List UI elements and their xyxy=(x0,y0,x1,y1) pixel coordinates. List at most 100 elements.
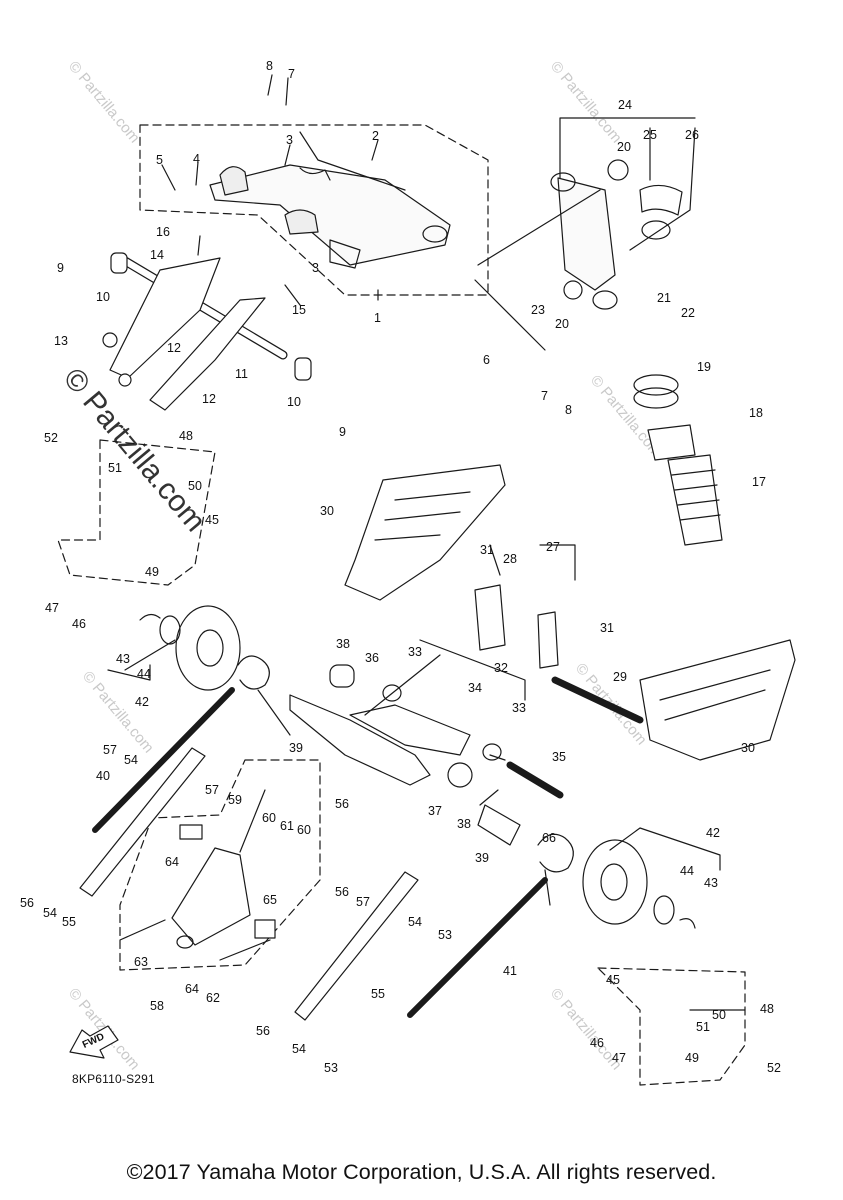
callout-label: 55 xyxy=(371,987,385,1001)
callout-label: 3 xyxy=(312,261,319,275)
callout-label: 57 xyxy=(205,783,219,797)
callout-label: 45 xyxy=(205,513,219,527)
callout-label: 23 xyxy=(531,303,545,317)
callout-label: 47 xyxy=(45,601,59,615)
callout-label: 62 xyxy=(206,991,220,1005)
callout-label: 30 xyxy=(320,504,334,518)
callout-label: 47 xyxy=(612,1051,626,1065)
callout-label: 49 xyxy=(685,1051,699,1065)
callout-label: 55 xyxy=(62,915,76,929)
callout-label: 52 xyxy=(44,431,58,445)
callout-label: 11 xyxy=(235,367,248,381)
callout-label: 44 xyxy=(680,864,694,878)
link-55-right xyxy=(294,871,419,1021)
callout-label: 18 xyxy=(749,406,763,420)
callout-label: 60 xyxy=(262,811,276,825)
callout-label: 59 xyxy=(228,793,242,807)
front-arm-assembly xyxy=(289,664,564,846)
group-box-1 xyxy=(139,124,489,296)
callout-label: 43 xyxy=(704,876,718,890)
callout-label: 48 xyxy=(179,429,193,443)
callout-label: 37 xyxy=(428,804,442,818)
callout-label: 17 xyxy=(752,475,766,489)
callout-label: 12 xyxy=(202,392,216,406)
callout-label: 46 xyxy=(590,1036,604,1050)
callout-label: 20 xyxy=(617,140,631,154)
callout-label: 5 xyxy=(156,153,163,167)
callout-label: 42 xyxy=(135,695,149,709)
callout-label: 50 xyxy=(188,479,202,493)
fwd-arrow-icon xyxy=(69,1025,119,1059)
callout-label: 31 xyxy=(600,621,614,635)
callout-label: 42 xyxy=(706,826,720,840)
callout-label: 8 xyxy=(565,403,572,417)
callout-label: 27 xyxy=(546,540,560,554)
callout-label: 16 xyxy=(156,225,170,239)
callout-label: 64 xyxy=(185,982,199,996)
callout-label: 64 xyxy=(165,855,179,869)
callout-label: 1 xyxy=(374,311,381,325)
callout-label: 56 xyxy=(256,1024,270,1038)
callout-label: 12 xyxy=(167,341,181,355)
callout-label: 14 xyxy=(150,248,164,262)
callout-label: 39 xyxy=(475,851,489,865)
callout-label: 38 xyxy=(336,637,350,651)
callout-label: 53 xyxy=(438,928,452,942)
copyright-footer: ©2017 Yamaha Motor Corporation, U.S.A. A… xyxy=(126,1160,717,1184)
callout-label: 7 xyxy=(288,67,295,81)
torsion-spring-40 xyxy=(92,655,291,833)
callout-label: 39 xyxy=(289,741,303,755)
rear-axle-11 xyxy=(102,252,312,411)
callout-label: 51 xyxy=(696,1020,710,1034)
callout-label: 13 xyxy=(54,334,68,348)
callout-label: 58 xyxy=(150,999,164,1013)
callout-label: 56 xyxy=(20,896,34,910)
callout-label: 10 xyxy=(96,290,110,304)
callout-label: 26 xyxy=(685,128,699,142)
torsion-spring-41 xyxy=(407,833,574,1018)
group-box-59 xyxy=(119,759,321,971)
callout-label: 8 xyxy=(266,59,273,73)
callout-label: 63 xyxy=(134,955,148,969)
callout-label: 36 xyxy=(365,651,379,665)
bracket-27 xyxy=(474,584,644,724)
shock-absorber-rear xyxy=(550,159,723,546)
callout-label: 50 xyxy=(712,1008,726,1022)
callout-label: 38 xyxy=(457,817,471,831)
group-box-48-right xyxy=(597,967,746,1086)
callout-label: 51 xyxy=(108,461,122,475)
callout-label: 7 xyxy=(541,389,548,403)
callout-label: 21 xyxy=(657,291,671,305)
callout-label: 54 xyxy=(124,753,138,767)
callout-label: 28 xyxy=(503,552,517,566)
callout-label: 41 xyxy=(503,964,517,978)
callout-label: 60 xyxy=(297,823,311,837)
callout-label: 57 xyxy=(356,895,370,909)
callout-label: 4 xyxy=(193,152,200,166)
callout-label: 53 xyxy=(324,1061,338,1075)
callout-label: 43 xyxy=(116,652,130,666)
slide-rail-upper xyxy=(344,464,506,601)
callout-label: 56 xyxy=(335,797,349,811)
callout-label: 32 xyxy=(494,661,508,675)
upper-arm-assembly xyxy=(209,164,451,269)
callout-label: 9 xyxy=(339,425,346,439)
idler-wheel-left xyxy=(139,605,241,691)
group-box-48-left xyxy=(57,439,216,586)
idler-wheel-right xyxy=(582,839,696,929)
callout-label: 54 xyxy=(408,915,422,929)
callout-label: 25 xyxy=(643,128,657,142)
callout-label: 35 xyxy=(552,750,566,764)
callout-label: 34 xyxy=(468,681,482,695)
callout-label: 45 xyxy=(606,973,620,987)
callout-label: 57 xyxy=(103,743,117,757)
link-55-left xyxy=(79,747,206,897)
callout-label: 30 xyxy=(741,741,755,755)
callout-label: 54 xyxy=(292,1042,306,1056)
callout-label: 31 xyxy=(480,543,494,557)
callout-label: 46 xyxy=(72,617,86,631)
callout-label: 61 xyxy=(280,819,294,833)
callout-label: 10 xyxy=(287,395,301,409)
callout-label: 33 xyxy=(408,645,422,659)
